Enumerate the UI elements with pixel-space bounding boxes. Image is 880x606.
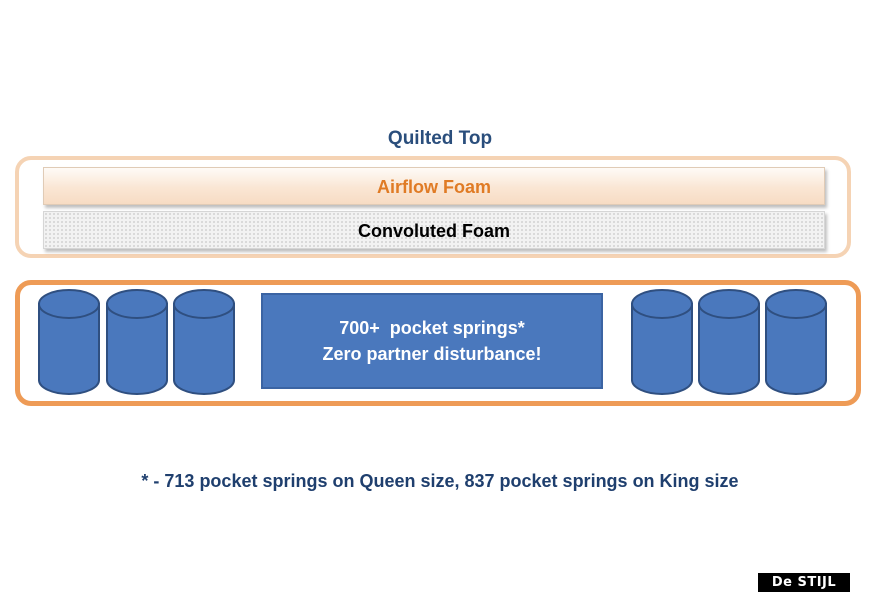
pocket-springs-count: 700+ pocket springs* bbox=[339, 318, 525, 338]
pocket-spring-cylinder-4 bbox=[631, 289, 693, 395]
pocket-springs-callout: 700+ pocket springs* Zero partner distur… bbox=[261, 293, 603, 389]
convoluted-foam-layer: Convoluted Foam bbox=[43, 211, 825, 249]
quilted-top-label: Quilted Top bbox=[387, 128, 493, 149]
pocket-spring-cylinder-2 bbox=[106, 289, 168, 395]
spring-count-footnote: * - 713 pocket springs on Queen size, 83… bbox=[141, 471, 739, 491]
de-stijl-logo: De STIJL bbox=[758, 573, 850, 592]
pocket-spring-cylinder-6 bbox=[765, 289, 827, 395]
pocket-spring-cylinder-5 bbox=[698, 289, 760, 395]
pocket-spring-cylinder-1 bbox=[38, 289, 100, 395]
partner-disturbance-text: Zero partner disturbance! bbox=[322, 344, 542, 364]
pocket-spring-cylinder-3 bbox=[173, 289, 235, 395]
airflow-foam-layer: Airflow Foam bbox=[43, 167, 825, 205]
